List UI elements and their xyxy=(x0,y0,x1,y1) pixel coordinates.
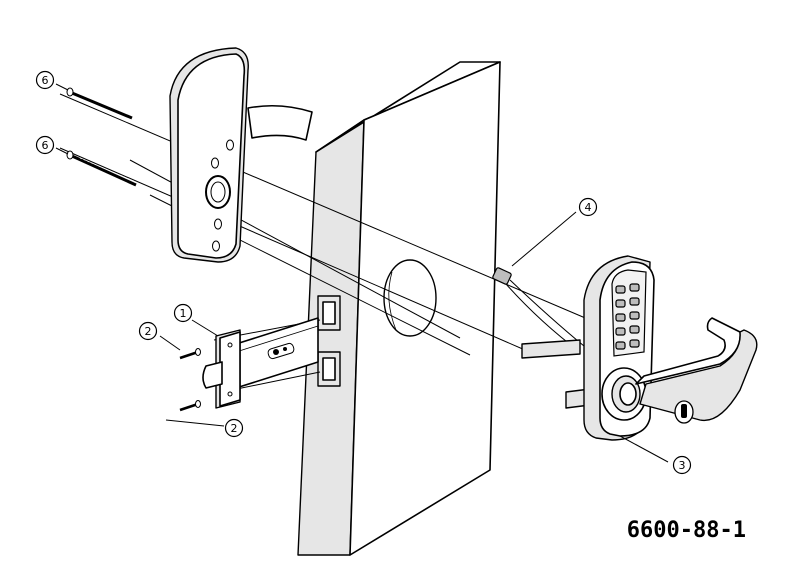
faceplate-screw-bottom xyxy=(179,400,201,412)
faceplate-screw-top xyxy=(179,348,201,360)
svg-text:3: 3 xyxy=(679,459,686,472)
callout-2-bottom: 2 xyxy=(224,418,244,438)
svg-text:2: 2 xyxy=(231,422,238,435)
keypad-lever-assembly xyxy=(521,255,758,441)
keypad-buttons xyxy=(615,283,640,350)
mounting-screw-top xyxy=(66,87,133,120)
callout-4: 4 xyxy=(578,197,598,217)
callout-3: 3 xyxy=(672,455,692,475)
latch-assembly xyxy=(202,317,319,409)
door xyxy=(297,61,501,556)
model-code-label: 6600-88-1 xyxy=(627,518,746,543)
callout-1: 1 xyxy=(173,303,193,323)
mounting-screw-bottom xyxy=(66,150,137,187)
callout-6-bottom: 6 xyxy=(35,135,55,155)
inside-mounting-plate xyxy=(169,47,313,263)
door-cross-bore xyxy=(383,259,437,337)
callout-2-top: 2 xyxy=(138,321,158,341)
connector-cable xyxy=(492,267,585,353)
svg-text:1: 1 xyxy=(180,307,187,320)
svg-text:4: 4 xyxy=(585,201,592,214)
svg-text:6: 6 xyxy=(42,74,49,87)
callout-6-top: 6 xyxy=(35,70,55,90)
leader-lines xyxy=(55,83,669,463)
svg-text:2: 2 xyxy=(145,325,152,338)
svg-text:6: 6 xyxy=(42,139,49,152)
